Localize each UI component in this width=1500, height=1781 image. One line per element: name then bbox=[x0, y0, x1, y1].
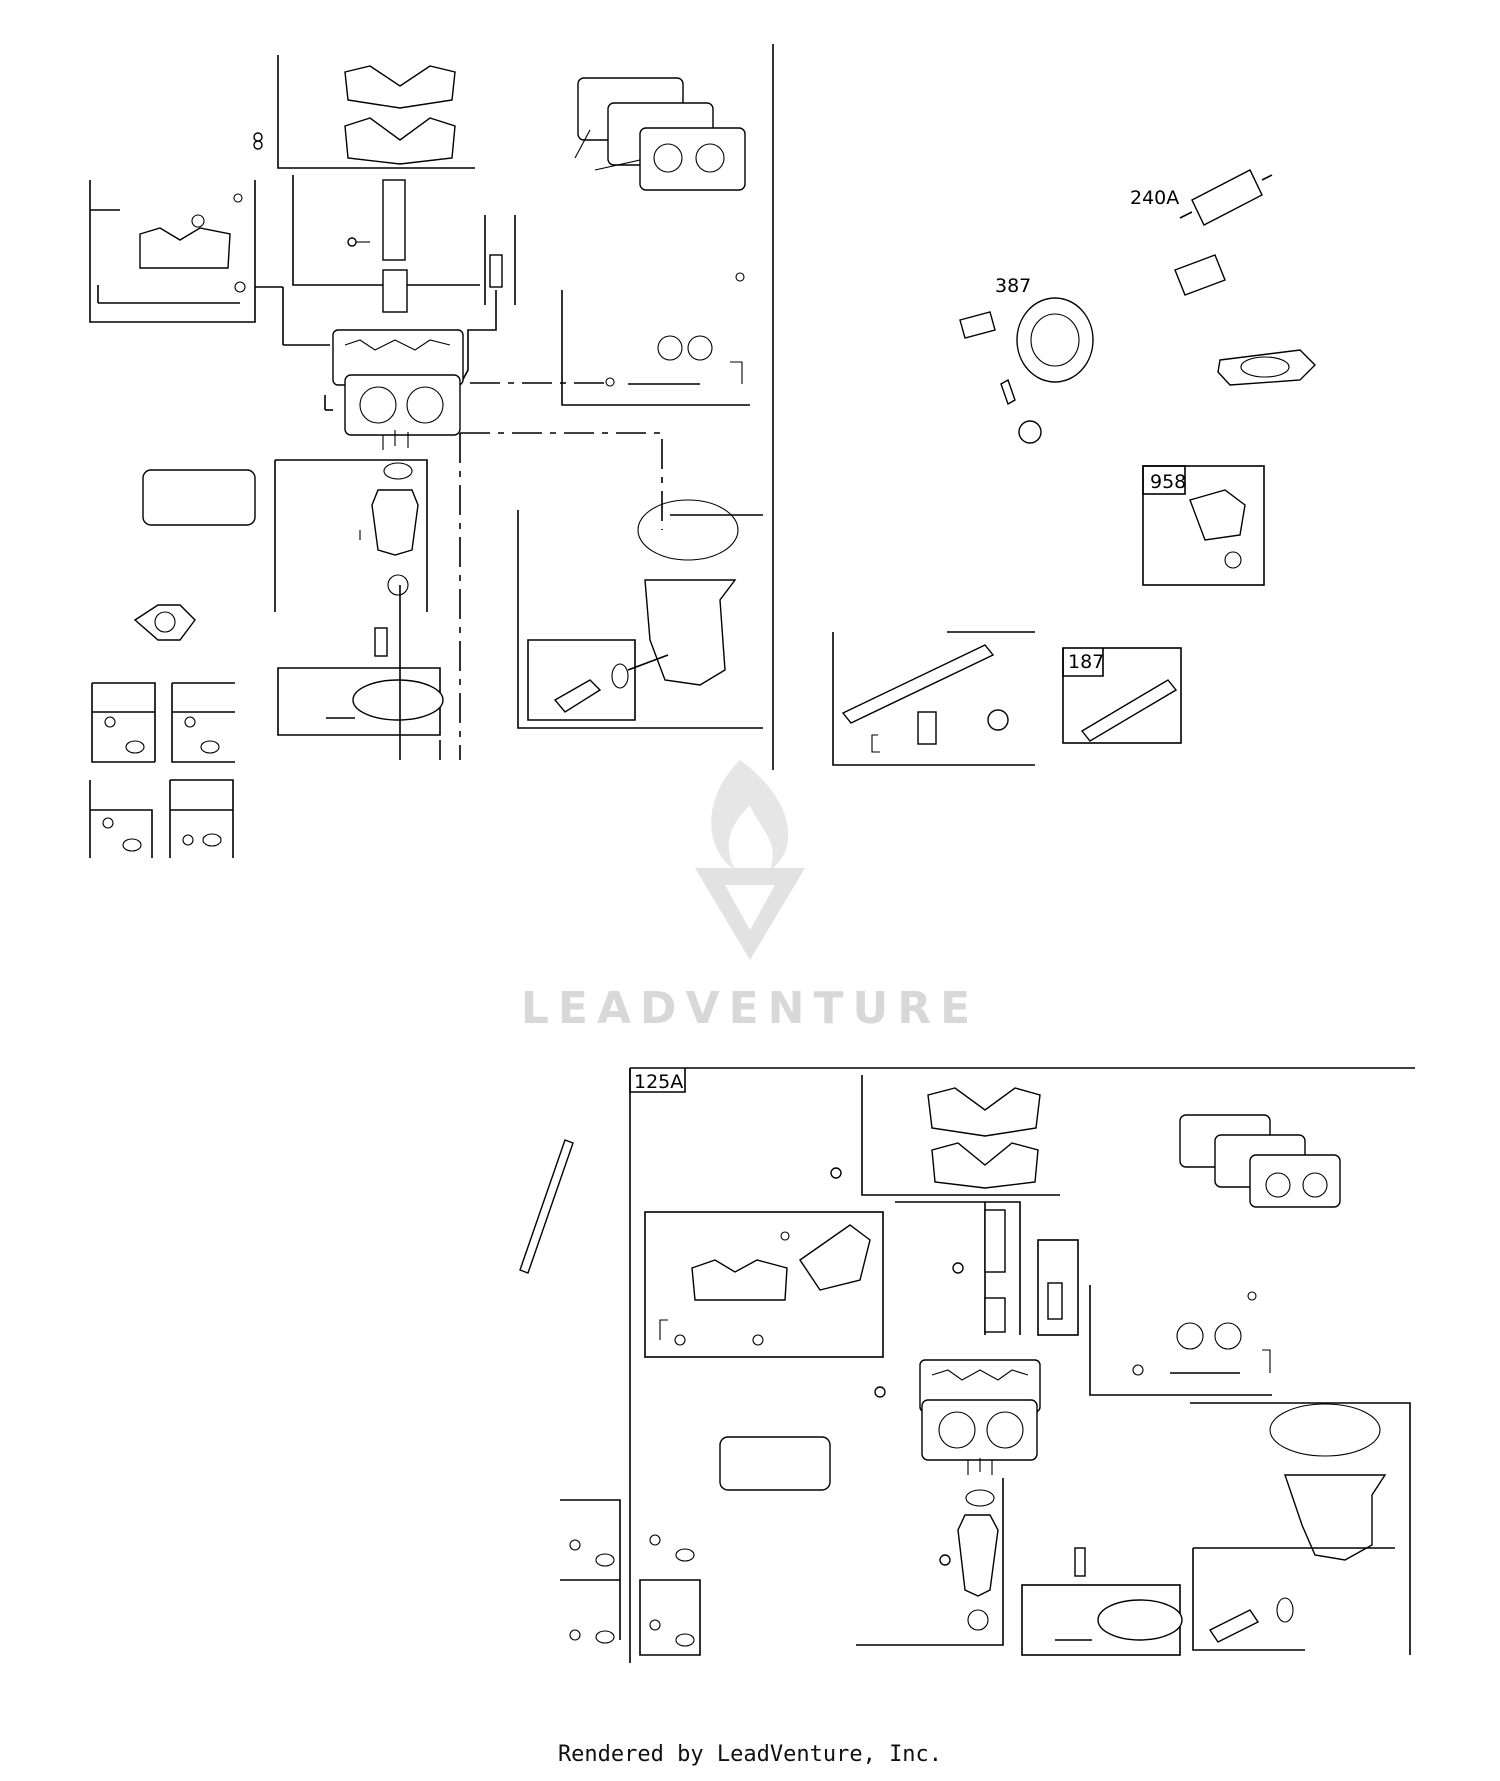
solenoid-icon bbox=[489, 254, 503, 288]
carburetor-body bbox=[324, 329, 464, 450]
fuel-line-kit: 187 bbox=[832, 631, 1182, 766]
shutoff-valve-icon bbox=[1189, 489, 1246, 541]
intake-gaskets bbox=[574, 77, 746, 191]
carburetor-assembly-top bbox=[89, 55, 763, 858]
fitting-icon bbox=[917, 711, 937, 745]
callout-125a: 125A bbox=[634, 1071, 683, 1093]
drain-frame bbox=[527, 639, 636, 721]
screw-icon bbox=[1000, 378, 1016, 406]
bowl-gasket bbox=[637, 499, 739, 561]
fuel-bowl-125a-frame bbox=[1190, 1402, 1411, 1655]
fastener-kits bbox=[89, 682, 235, 858]
fuel-line-icon bbox=[841, 644, 995, 724]
float bbox=[352, 679, 444, 721]
drain-screw bbox=[553, 679, 602, 713]
nozzle-frame bbox=[274, 459, 428, 612]
box-958 bbox=[1142, 465, 1265, 586]
mounting-gasket bbox=[133, 604, 196, 641]
air-horn-gasket-125a bbox=[719, 1436, 831, 1491]
gasket-lower bbox=[344, 117, 456, 165]
pump-gasket-icon bbox=[1217, 349, 1316, 386]
fuel-hose-icon bbox=[959, 311, 996, 339]
screw-icon bbox=[253, 132, 263, 142]
carburetor-body-125a bbox=[874, 1359, 1041, 1475]
choke-lever bbox=[382, 179, 406, 261]
idle-plate-frame bbox=[89, 180, 256, 323]
emulsion-tube bbox=[371, 489, 419, 556]
fuel-line-187-icon bbox=[1080, 679, 1178, 742]
fuel-bowl-frame bbox=[517, 510, 763, 729]
inline-filter-icon bbox=[1174, 254, 1226, 296]
choke-kit-125a-frame bbox=[1089, 1285, 1272, 1396]
fuel-filter-icon bbox=[1191, 169, 1263, 226]
callout-240a: 240A bbox=[1130, 187, 1179, 209]
gasket-upper bbox=[344, 65, 456, 109]
callout-387: 387 bbox=[995, 275, 1031, 297]
gasket-kit-125a-frame bbox=[861, 1075, 1060, 1196]
linkage-frame bbox=[292, 175, 480, 286]
needle-icon bbox=[374, 627, 388, 657]
footer-credit: Rendered by LeadVenture, Inc. bbox=[557, 1742, 943, 1767]
clamp-icon bbox=[1018, 420, 1042, 444]
screw-icon bbox=[253, 140, 263, 150]
solenoid-frame bbox=[484, 215, 516, 305]
gasket-kit-frame bbox=[277, 55, 475, 169]
choke-kit-frame bbox=[561, 290, 750, 406]
callout-187: 187 bbox=[1068, 651, 1104, 673]
float-frame bbox=[277, 667, 441, 736]
assembly-125a-frame bbox=[629, 1067, 1415, 1663]
fuel-bowl bbox=[644, 579, 737, 686]
box-187 bbox=[1062, 647, 1182, 744]
carburetor-assembly-125a: 125A bbox=[519, 1067, 1415, 1663]
throttle-plate-125a-frame bbox=[644, 1211, 884, 1358]
fastener-kits-125a bbox=[560, 1499, 701, 1656]
fuel-system: 240A 387 958 bbox=[959, 169, 1316, 586]
fuel-line-frame bbox=[832, 631, 1035, 766]
fuel-pump-icon bbox=[1016, 297, 1094, 383]
throttle-lever bbox=[382, 269, 408, 313]
callout-958: 958 bbox=[1150, 471, 1186, 493]
intake-gaskets-125a bbox=[1179, 1114, 1341, 1208]
watermark-text: LEADVENTURE bbox=[521, 983, 979, 1034]
throttle-plate bbox=[139, 227, 231, 269]
leadventure-watermark: LEADVENTURE bbox=[521, 760, 979, 1034]
rod-icon bbox=[519, 1139, 574, 1274]
clamp-icon bbox=[987, 709, 1009, 731]
air-horn-gasket bbox=[142, 469, 256, 526]
